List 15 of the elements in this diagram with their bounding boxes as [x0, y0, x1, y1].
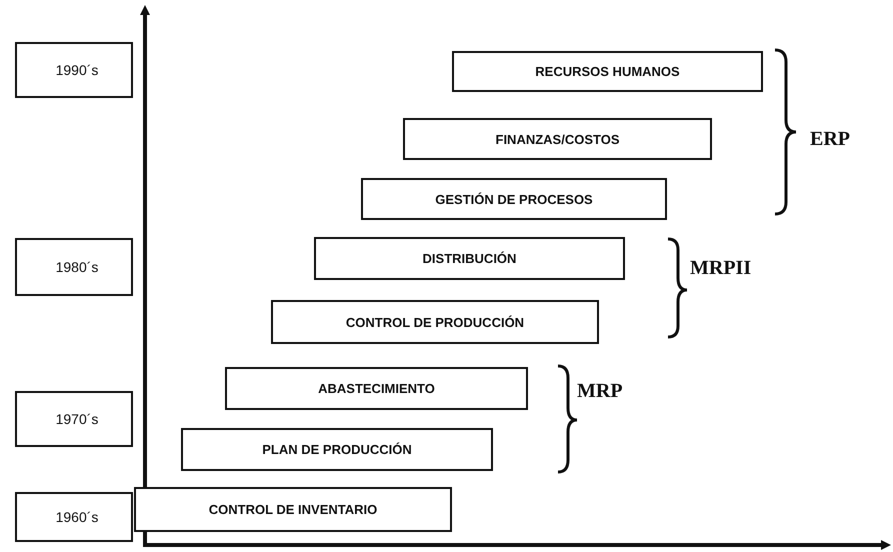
stage-box: ABASTECIMIENTO	[225, 367, 528, 410]
system-label: MRP	[577, 380, 623, 403]
stage-box: CONTROL DE INVENTARIO	[134, 487, 452, 532]
system-label: MRPII	[690, 257, 752, 280]
stage-box: GESTIÓN DE PROCESOS	[361, 178, 667, 220]
stage-box: FINANZAS/COSTOS	[403, 118, 712, 160]
decade-label: 1960´s	[15, 492, 133, 542]
decade-label: 1990´s	[15, 42, 133, 98]
decade-label: 1980´s	[15, 238, 133, 296]
stage-box: PLAN DE PRODUCCIÓN	[181, 428, 493, 471]
stage-box: DISTRIBUCIÓN	[314, 237, 625, 280]
stage-box: RECURSOS HUMANOS	[452, 51, 763, 92]
stage-box: CONTROL DE PRODUCCIÓN	[271, 300, 599, 344]
decade-label: 1970´s	[15, 391, 133, 447]
system-label: ERP	[810, 128, 850, 151]
